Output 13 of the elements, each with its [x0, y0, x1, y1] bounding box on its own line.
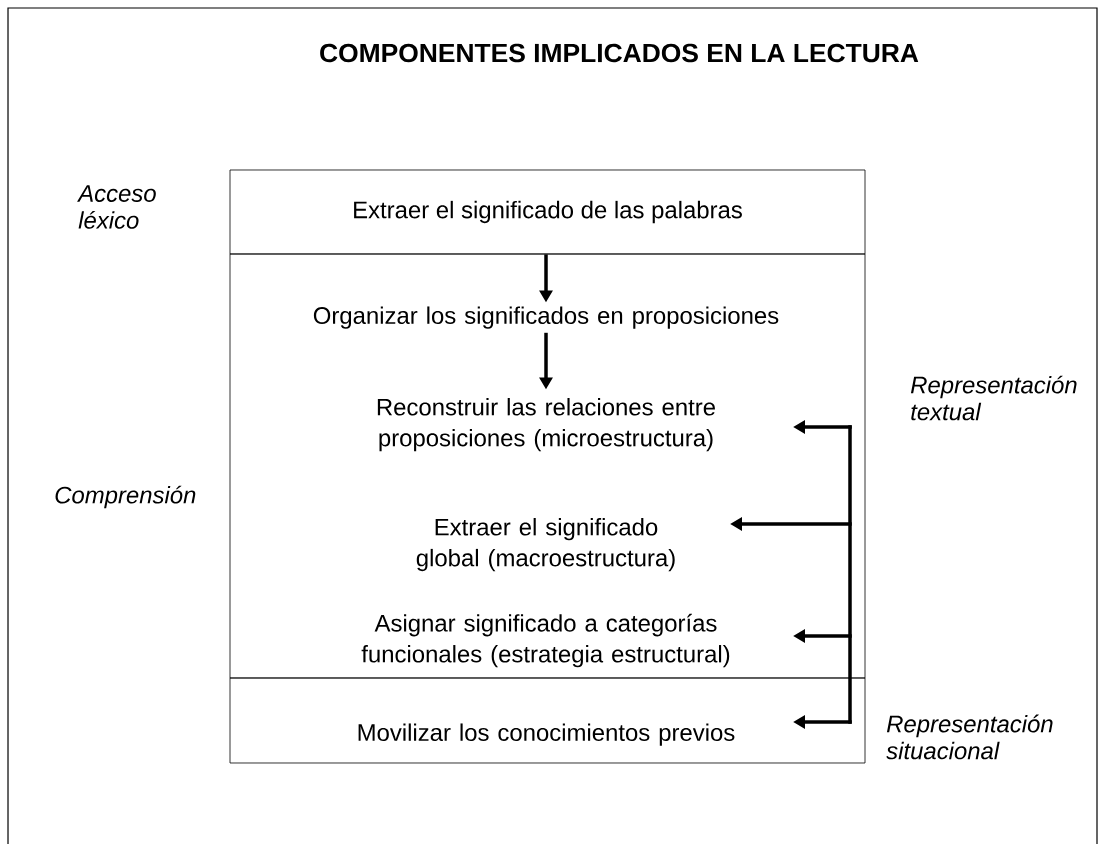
- step-text: Asignar significado a categorías funcionales (estrategia estructural): [361, 613, 730, 668]
- band-box: [229, 253, 866, 679]
- title: COMPONENTES IMPLICADOS EN LA LECTURA: [320, 43, 919, 63]
- side-label: Acceso léxico: [77, 185, 156, 229]
- side-label: Representación situacional: [886, 714, 1053, 760]
- step-text: Movilizar los conocimientos previos: [358, 723, 735, 746]
- step-text: Reconstruir las relaciones entre proposiciones (microestructura): [377, 398, 715, 452]
- step-text: Organizar los significados en proposiciones: [313, 306, 779, 329]
- band-box: [229, 677, 866, 764]
- side-label: Comprensión: [55, 485, 196, 509]
- side-label: Representación textual: [910, 375, 1077, 421]
- step-text: Extraer el significado global (macroestructura): [416, 518, 675, 572]
- band-box: Extraer el significado de las palabras: [229, 169, 866, 255]
